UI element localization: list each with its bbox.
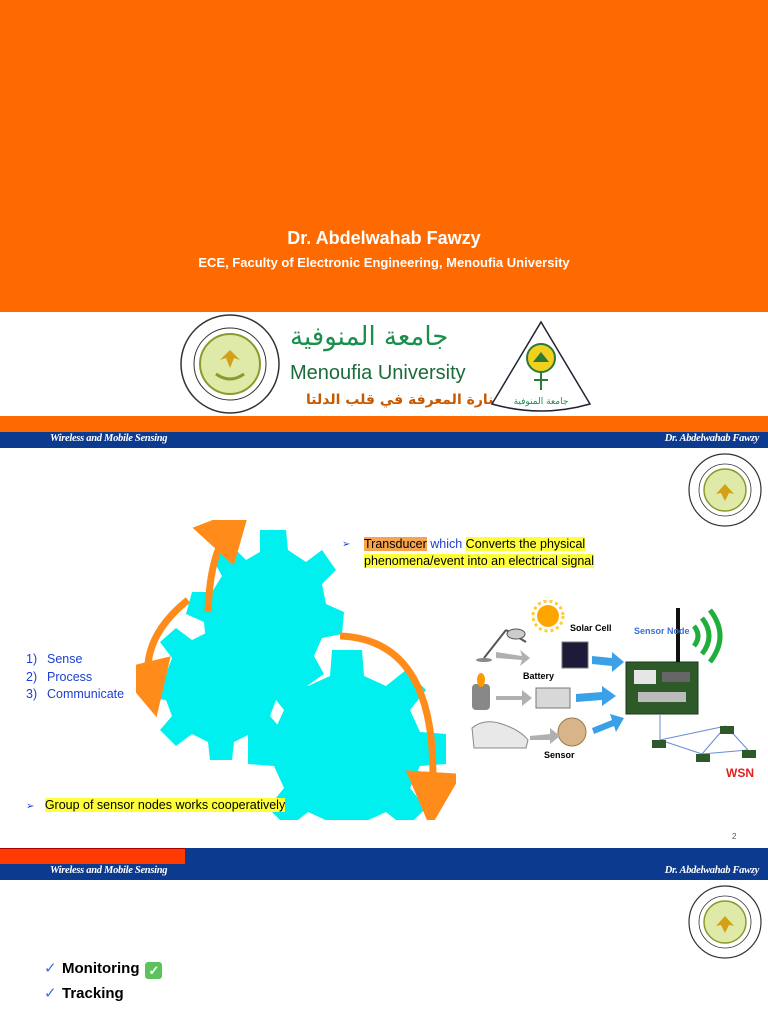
energy-arrow (592, 714, 624, 734)
battery-icon (535, 687, 571, 709)
sensor-node-label: Sensor Node (634, 626, 690, 636)
instructor-name: Dr. Abdelwahab Fawzy (664, 433, 760, 444)
author-affiliation: ECE, Faculty of Electronic Engineering, … (198, 255, 570, 270)
sun-icon (531, 600, 565, 633)
check-icon: ✓ (44, 985, 57, 1002)
solar-cell-label: Solar Cell (570, 623, 612, 633)
rotation-arrow-top (192, 520, 251, 613)
lamp-icon (476, 628, 527, 662)
header-seal-logo (688, 453, 762, 527)
svg-text:جامعة المنوفية: جامعة المنوفية (514, 397, 569, 407)
university-seal-logo (180, 314, 280, 414)
check-badge-icon: ✓ (145, 962, 163, 979)
course-title: Wireless and Mobile Sensing (50, 865, 168, 876)
instructor-name: Dr. Abdelwahab Fawzy (664, 865, 760, 876)
list-item: 2)Process (26, 669, 93, 684)
network-mesh (659, 714, 749, 755)
sensor-node-board (625, 608, 699, 715)
application-list: ✓Monitoring✓ ✓Tracking (44, 956, 163, 1006)
shoe-icon (471, 721, 529, 749)
piezo-sensor-icon (557, 717, 587, 747)
energy-arrow (592, 652, 624, 672)
page-number: 2 (732, 832, 737, 841)
bullet-arrow-icon: ➢ (342, 539, 351, 550)
bullet-arrow-icon: ➢ (26, 801, 35, 812)
check-icon: ✓ (44, 960, 57, 977)
header-seal-logo (688, 885, 762, 959)
which-word: which (426, 537, 466, 551)
slide-top-bar (0, 848, 768, 864)
energy-arrow (576, 686, 616, 706)
wsn-illustration: Solar Cell Battery Sensor Sensor Node (471, 600, 756, 762)
university-arabic-slogan: منارة المعرفة في قلب الدلتا (306, 392, 503, 408)
gear-big (248, 650, 446, 820)
slide-header: Wireless and Mobile Sensing Dr. Abdelwah… (0, 864, 768, 880)
wsn-label: WSN (726, 766, 754, 780)
university-arabic-name: جامعة المنوفية (290, 322, 449, 352)
transducer-word: Transducer (364, 537, 427, 551)
list-item: ✓Tracking (44, 981, 162, 1006)
group-bullet: ➢ Group of sensor nodes works cooperativ… (26, 798, 286, 812)
list-item: ✓Monitoring✓ (44, 956, 163, 981)
wireless-signal-icon (691, 608, 723, 664)
battery-label: Battery (523, 671, 554, 681)
solar-cell-icon (561, 641, 589, 669)
group-text: Group of sensor nodes works cooperativel… (44, 798, 286, 812)
candle-icon (472, 673, 490, 710)
orange-progress-tab (0, 848, 185, 864)
sensor-label: Sensor (544, 750, 575, 760)
university-english-name: Menoufia University (290, 362, 466, 384)
university-triangle-logo: جامعة المنوفية (490, 320, 592, 412)
transducer-bullet: ➢ Transducer which Converts the physical… (342, 536, 612, 570)
list-item: 3)Communicate (26, 687, 125, 701)
author-name: Dr. Abdelwahab Fawzy (287, 228, 481, 248)
title-band (0, 0, 768, 312)
node-functions-list: 1)Sense 2)Process 3)Communicate (26, 651, 124, 704)
title-bottom-band (0, 416, 768, 432)
list-item: 1)Sense (26, 652, 83, 666)
rotation-arrow-left (136, 597, 191, 718)
rotation-arrow-right (339, 632, 456, 820)
slide-header: Wireless and Mobile Sensing Dr. Abdelwah… (0, 432, 768, 448)
course-title: Wireless and Mobile Sensing (50, 433, 168, 444)
gear-left (148, 614, 294, 760)
gears-diagram (136, 520, 456, 820)
